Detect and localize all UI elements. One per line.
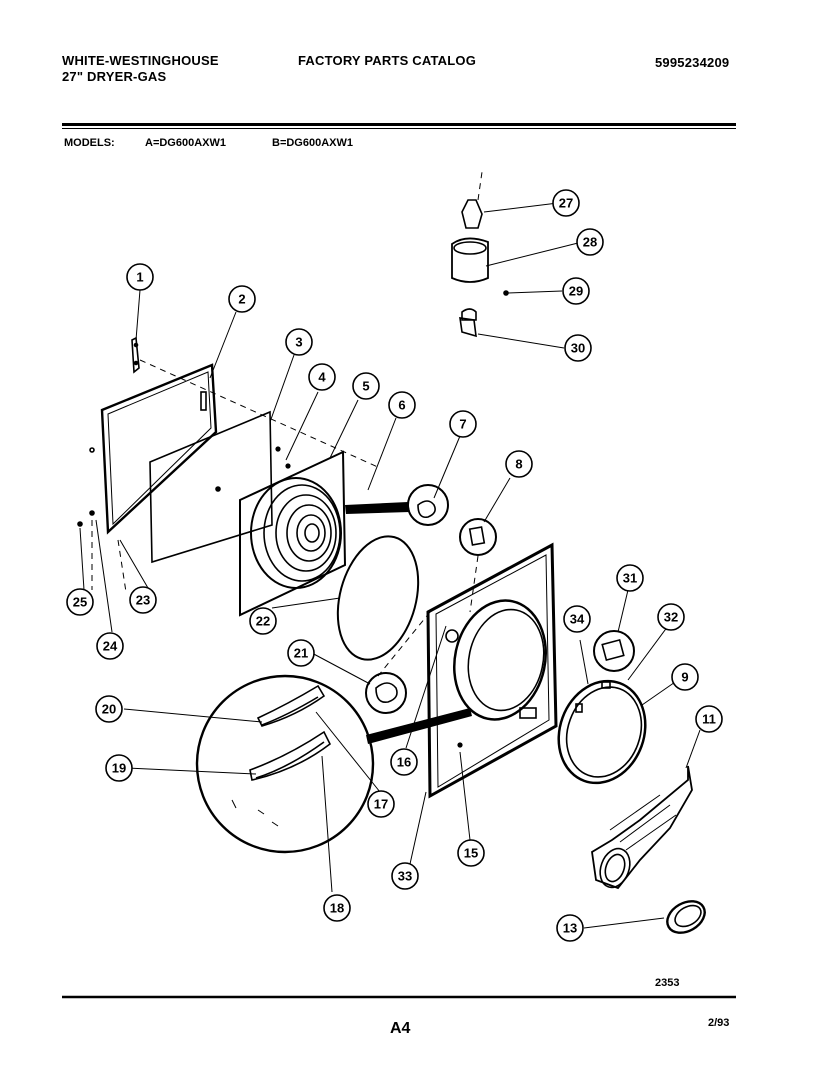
callout-label-11: 11 [702, 712, 716, 727]
callout-circle-2 [228, 285, 256, 313]
callout-label-24: 24 [103, 639, 118, 654]
callout-circle-18 [323, 894, 351, 922]
callout-label-29: 29 [569, 284, 583, 299]
callout-label-9: 9 [681, 670, 688, 685]
callout-label-8: 8 [515, 457, 522, 472]
callout-circle-9 [671, 663, 699, 691]
part-lint-duct-drawing [591, 765, 693, 890]
part-strike-drawing [468, 526, 486, 546]
drawing-number: 2353 [655, 977, 679, 989]
callout-label-19: 19 [112, 761, 126, 776]
brand-title: WHITE-WESTINGHOUSE [62, 53, 219, 68]
callout-circle-7 [449, 410, 477, 438]
callout-circle-28 [576, 228, 604, 256]
part-ring-drawing [666, 900, 706, 934]
part-door-panel-drawing [89, 363, 218, 535]
callout-circle-11 [695, 705, 723, 733]
callout-circle-13 [556, 914, 584, 942]
part-inner-panel-drawing [149, 410, 291, 564]
hinge-top-circle [407, 484, 449, 526]
callout-label-28: 28 [583, 235, 597, 250]
callout-circle-5 [352, 372, 380, 400]
callout-circle-27 [552, 189, 580, 217]
callout-circle-3 [285, 328, 313, 356]
part-felt-drawing [601, 638, 625, 662]
callout-label-27: 27 [559, 196, 573, 211]
callout-label-16: 16 [397, 755, 411, 770]
part-door-window-drawing [239, 450, 347, 617]
callout-label-3: 3 [295, 335, 302, 350]
callout-label-18: 18 [330, 901, 344, 916]
callout-circle-20 [95, 695, 123, 723]
page-date: 2/93 [708, 1017, 729, 1029]
callout-label-32: 32 [664, 610, 678, 625]
callout-circle-25 [66, 588, 94, 616]
callout-label-6: 6 [398, 398, 405, 413]
callout-label-5: 5 [362, 379, 369, 394]
callout-label-7: 7 [459, 417, 466, 432]
callout-circle-24 [96, 632, 124, 660]
callout-circle-31 [616, 564, 644, 592]
callout-circle-17 [367, 790, 395, 818]
product-title: 27" DRYER-GAS [62, 69, 167, 84]
callout-label-2: 2 [238, 292, 245, 307]
callout-label-34: 34 [570, 612, 585, 627]
callout-label-15: 15 [464, 846, 478, 861]
callout-label-22: 22 [256, 614, 270, 629]
callout-label-13: 13 [563, 921, 577, 936]
callout-label-31: 31 [623, 571, 637, 586]
callout-label-23: 23 [136, 593, 150, 608]
callout-label-17: 17 [374, 797, 388, 812]
models-label: MODELS: [64, 137, 115, 149]
callout-circle-4 [308, 363, 336, 391]
part-latch-drawing [131, 336, 140, 374]
part-drum-seal-drawing [557, 679, 647, 785]
callout-circle-32 [657, 603, 685, 631]
callout-circle-15 [457, 839, 485, 867]
part-lamp-assembly-drawing [451, 199, 509, 338]
callout-circle-23 [129, 586, 157, 614]
part-door-gasket-drawing [336, 535, 420, 661]
callout-circle-19 [105, 754, 133, 782]
callout-label-1: 1 [136, 270, 143, 285]
callout-circle-22 [249, 607, 277, 635]
part-felt-circle [593, 630, 635, 672]
hinge-bottom-circle [365, 672, 407, 714]
part-strike-circle [459, 518, 497, 556]
callout-circle-29 [562, 277, 590, 305]
callout-label-4: 4 [318, 370, 326, 385]
callout-circle-34 [563, 605, 591, 633]
part-hinge-top-drawing [417, 500, 436, 519]
model-b: B=DG600AXW1 [272, 137, 354, 149]
header-rule-top [62, 123, 736, 126]
part-hinge-bottom-drawing [375, 682, 398, 704]
callout-label-30: 30 [571, 341, 585, 356]
callout-circle-16 [390, 748, 418, 776]
callout-label-21: 21 [294, 646, 308, 661]
catalog-number: 5995234209 [655, 55, 730, 70]
callout-label-33: 33 [398, 869, 412, 884]
callout-circle-30 [564, 334, 592, 362]
callout-circle-33 [391, 862, 419, 890]
callout-label-20: 20 [102, 702, 116, 717]
part-drum-seal-inner [565, 686, 643, 778]
callout-label-25: 25 [73, 595, 87, 610]
page-number: A4 [390, 1020, 411, 1037]
callout-circle-21 [287, 639, 315, 667]
callout-circle-1 [126, 263, 154, 291]
callout-circle-6 [388, 391, 416, 419]
callout-circle-8 [505, 450, 533, 478]
header-rule-bottom [62, 128, 736, 129]
part-detail-inset-drawing [195, 674, 375, 854]
model-a: A=DG600AXW1 [145, 137, 227, 149]
part-front-panel-drawing [426, 542, 558, 799]
catalog-title: FACTORY PARTS CATALOG [298, 53, 477, 68]
